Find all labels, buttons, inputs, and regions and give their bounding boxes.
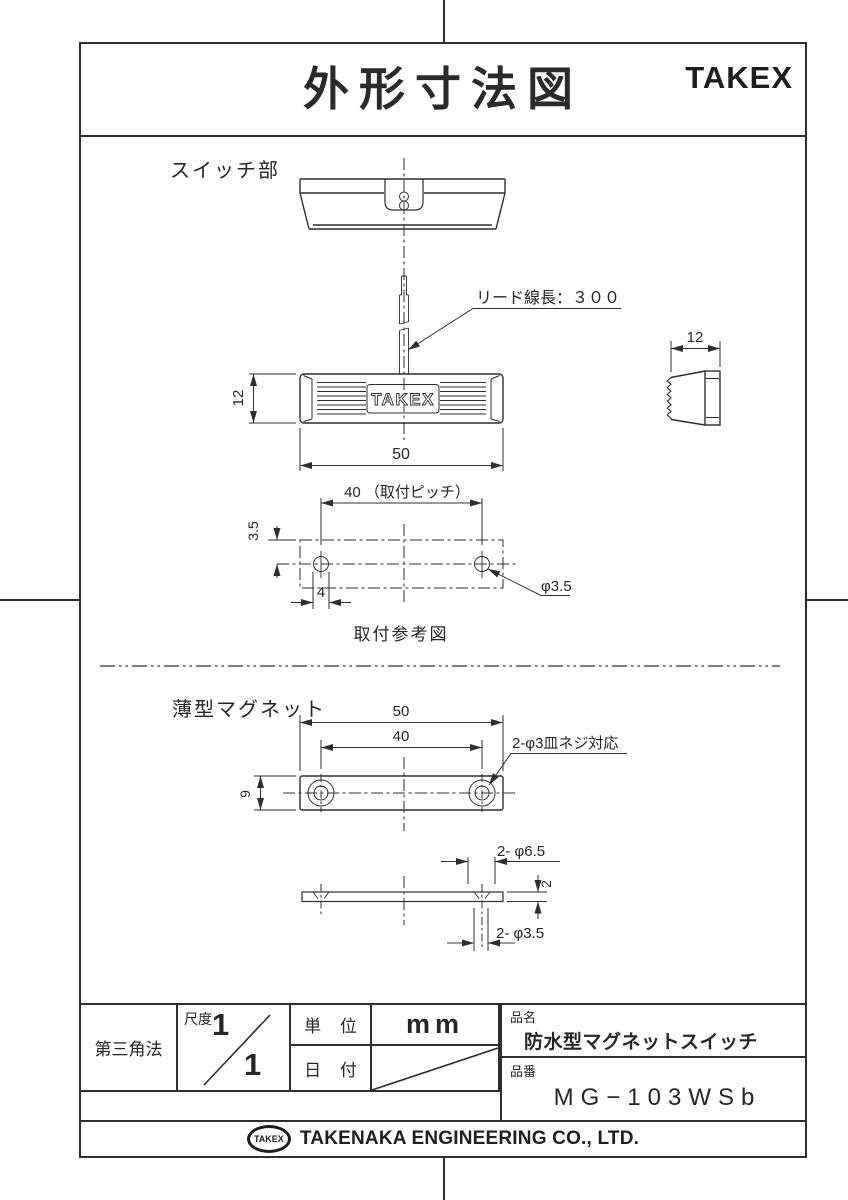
- dim-label-height: 12: [230, 390, 247, 407]
- brand-logo: TAKEX: [685, 60, 793, 95]
- dim-magnet-hole: 2- φ3.5: [447, 908, 544, 951]
- product-name-cell: 品名 防水型マグネットスイッチ: [500, 1003, 805, 1058]
- dim-magnet-width: 50: [299, 703, 504, 771]
- switch-top-view: [299, 178, 506, 230]
- date-label-cell: 日 付: [291, 1046, 372, 1092]
- unit-label-cell: 単 位: [291, 1003, 372, 1046]
- scale-slash: [203, 1014, 271, 1086]
- dim-mount-pitch: 40 （取付ピッチ）: [320, 484, 483, 545]
- center-mark-top: [443, 0, 445, 42]
- date-blank-slash: [372, 1047, 498, 1090]
- part-number-value: MG−103WSb: [553, 1084, 762, 1111]
- dim-label-screw-note: 2-φ3皿ネジ対応: [512, 735, 618, 752]
- dim-label-hole-offset: 4: [317, 584, 325, 601]
- scale-numerator: 1: [212, 1007, 230, 1042]
- dim-label-pitch: 40 （取付ピッチ）: [344, 484, 470, 501]
- dim-magnet-pitch: 40: [320, 728, 483, 769]
- date-value-cell: [372, 1046, 500, 1092]
- dim-label-hole-dia: φ3.5: [541, 578, 572, 595]
- dim-label-width: 50: [392, 446, 410, 463]
- part-number-label: 品番: [510, 1064, 537, 1079]
- lead-wire-leader: リード線長：３００: [407, 289, 621, 351]
- dim-label-edge-offset: 3.5: [245, 521, 261, 541]
- dim-label-thickness: 2: [538, 880, 554, 888]
- magnet-section-label: 薄型マグネット: [172, 698, 326, 721]
- mounting-reference: [277, 524, 516, 603]
- dim-label-hole: 2- φ3.5: [496, 925, 544, 942]
- leader-mount-hole-dia: φ3.5: [487, 568, 572, 596]
- title-band: 外形寸法図 TAKEX: [81, 44, 805, 137]
- scale-cell: 尺度 1 1: [178, 1003, 291, 1092]
- dim-switch-front-height: 12: [230, 373, 296, 424]
- switch-front-view: TAKEX: [299, 373, 504, 424]
- dim-mount-edge-offset: 3.5: [245, 521, 296, 578]
- dim-magnet-counterbore: 2- φ6.5: [441, 843, 560, 884]
- dim-switch-side-width: 12: [670, 329, 721, 372]
- page-title: 外形寸法図: [303, 63, 583, 115]
- unit-label: 単 位: [304, 1017, 357, 1036]
- lead-wire: [399, 275, 409, 374]
- scale-label: 尺度: [184, 1011, 212, 1027]
- center-mark-left: [0, 599, 79, 601]
- product-name-label: 品名: [510, 1010, 537, 1025]
- center-mark-right: [807, 599, 848, 601]
- switch-side-view: [666, 370, 721, 426]
- product-name-value: 防水型マグネットスイッチ: [524, 1032, 759, 1053]
- dim-label-magnet-width: 50: [393, 703, 410, 720]
- leader-magnet-screw: 2-φ3皿ネジ対応: [488, 735, 627, 786]
- drawing-canvas: スイッチ部 リード線長：３００ T: [100, 158, 780, 951]
- takex-oval-logo: TAKEX: [246, 1125, 291, 1153]
- dim-label-counterbore: 2- φ6.5: [497, 843, 545, 860]
- mounting-caption: 取付参考図: [354, 625, 449, 644]
- unit-value: mm: [405, 1009, 464, 1039]
- magnet-top-view: [283, 757, 516, 831]
- center-mark-bottom: [443, 1158, 445, 1200]
- magnet-side-view: [301, 876, 504, 950]
- lead-wire-label: リード線長：３００: [476, 289, 620, 307]
- dim-switch-front-width: 50: [299, 428, 504, 471]
- dim-label-magnet-height: 9: [237, 790, 253, 798]
- dim-magnet-thickness: 2: [507, 875, 554, 919]
- projection-cell: 第三角法: [81, 1003, 178, 1092]
- date-label: 日 付: [304, 1060, 357, 1080]
- company-name: TAKENAKA ENGINEERING CO., LTD.: [299, 1128, 640, 1149]
- part-number-cell: 品番 MG−103WSb: [500, 1058, 805, 1120]
- sheet-border: 外形寸法図 TAKEX スイッチ部: [79, 42, 807, 1158]
- dim-label-magnet-pitch: 40: [393, 728, 410, 745]
- switch-body-logo: TAKEX: [371, 390, 435, 409]
- dim-label-side-width: 12: [687, 329, 704, 346]
- company-footer: TAKEX TAKENAKA ENGINEERING CO., LTD.: [81, 1120, 805, 1156]
- dim-mount-hole-offset: 4: [291, 572, 351, 609]
- scale-denominator: 1: [244, 1047, 262, 1082]
- switch-section-label: スイッチ部: [170, 159, 280, 182]
- unit-value-cell: mm: [372, 1003, 500, 1046]
- projection-label: 第三角法: [94, 1040, 163, 1059]
- dim-magnet-height: 9: [237, 775, 296, 811]
